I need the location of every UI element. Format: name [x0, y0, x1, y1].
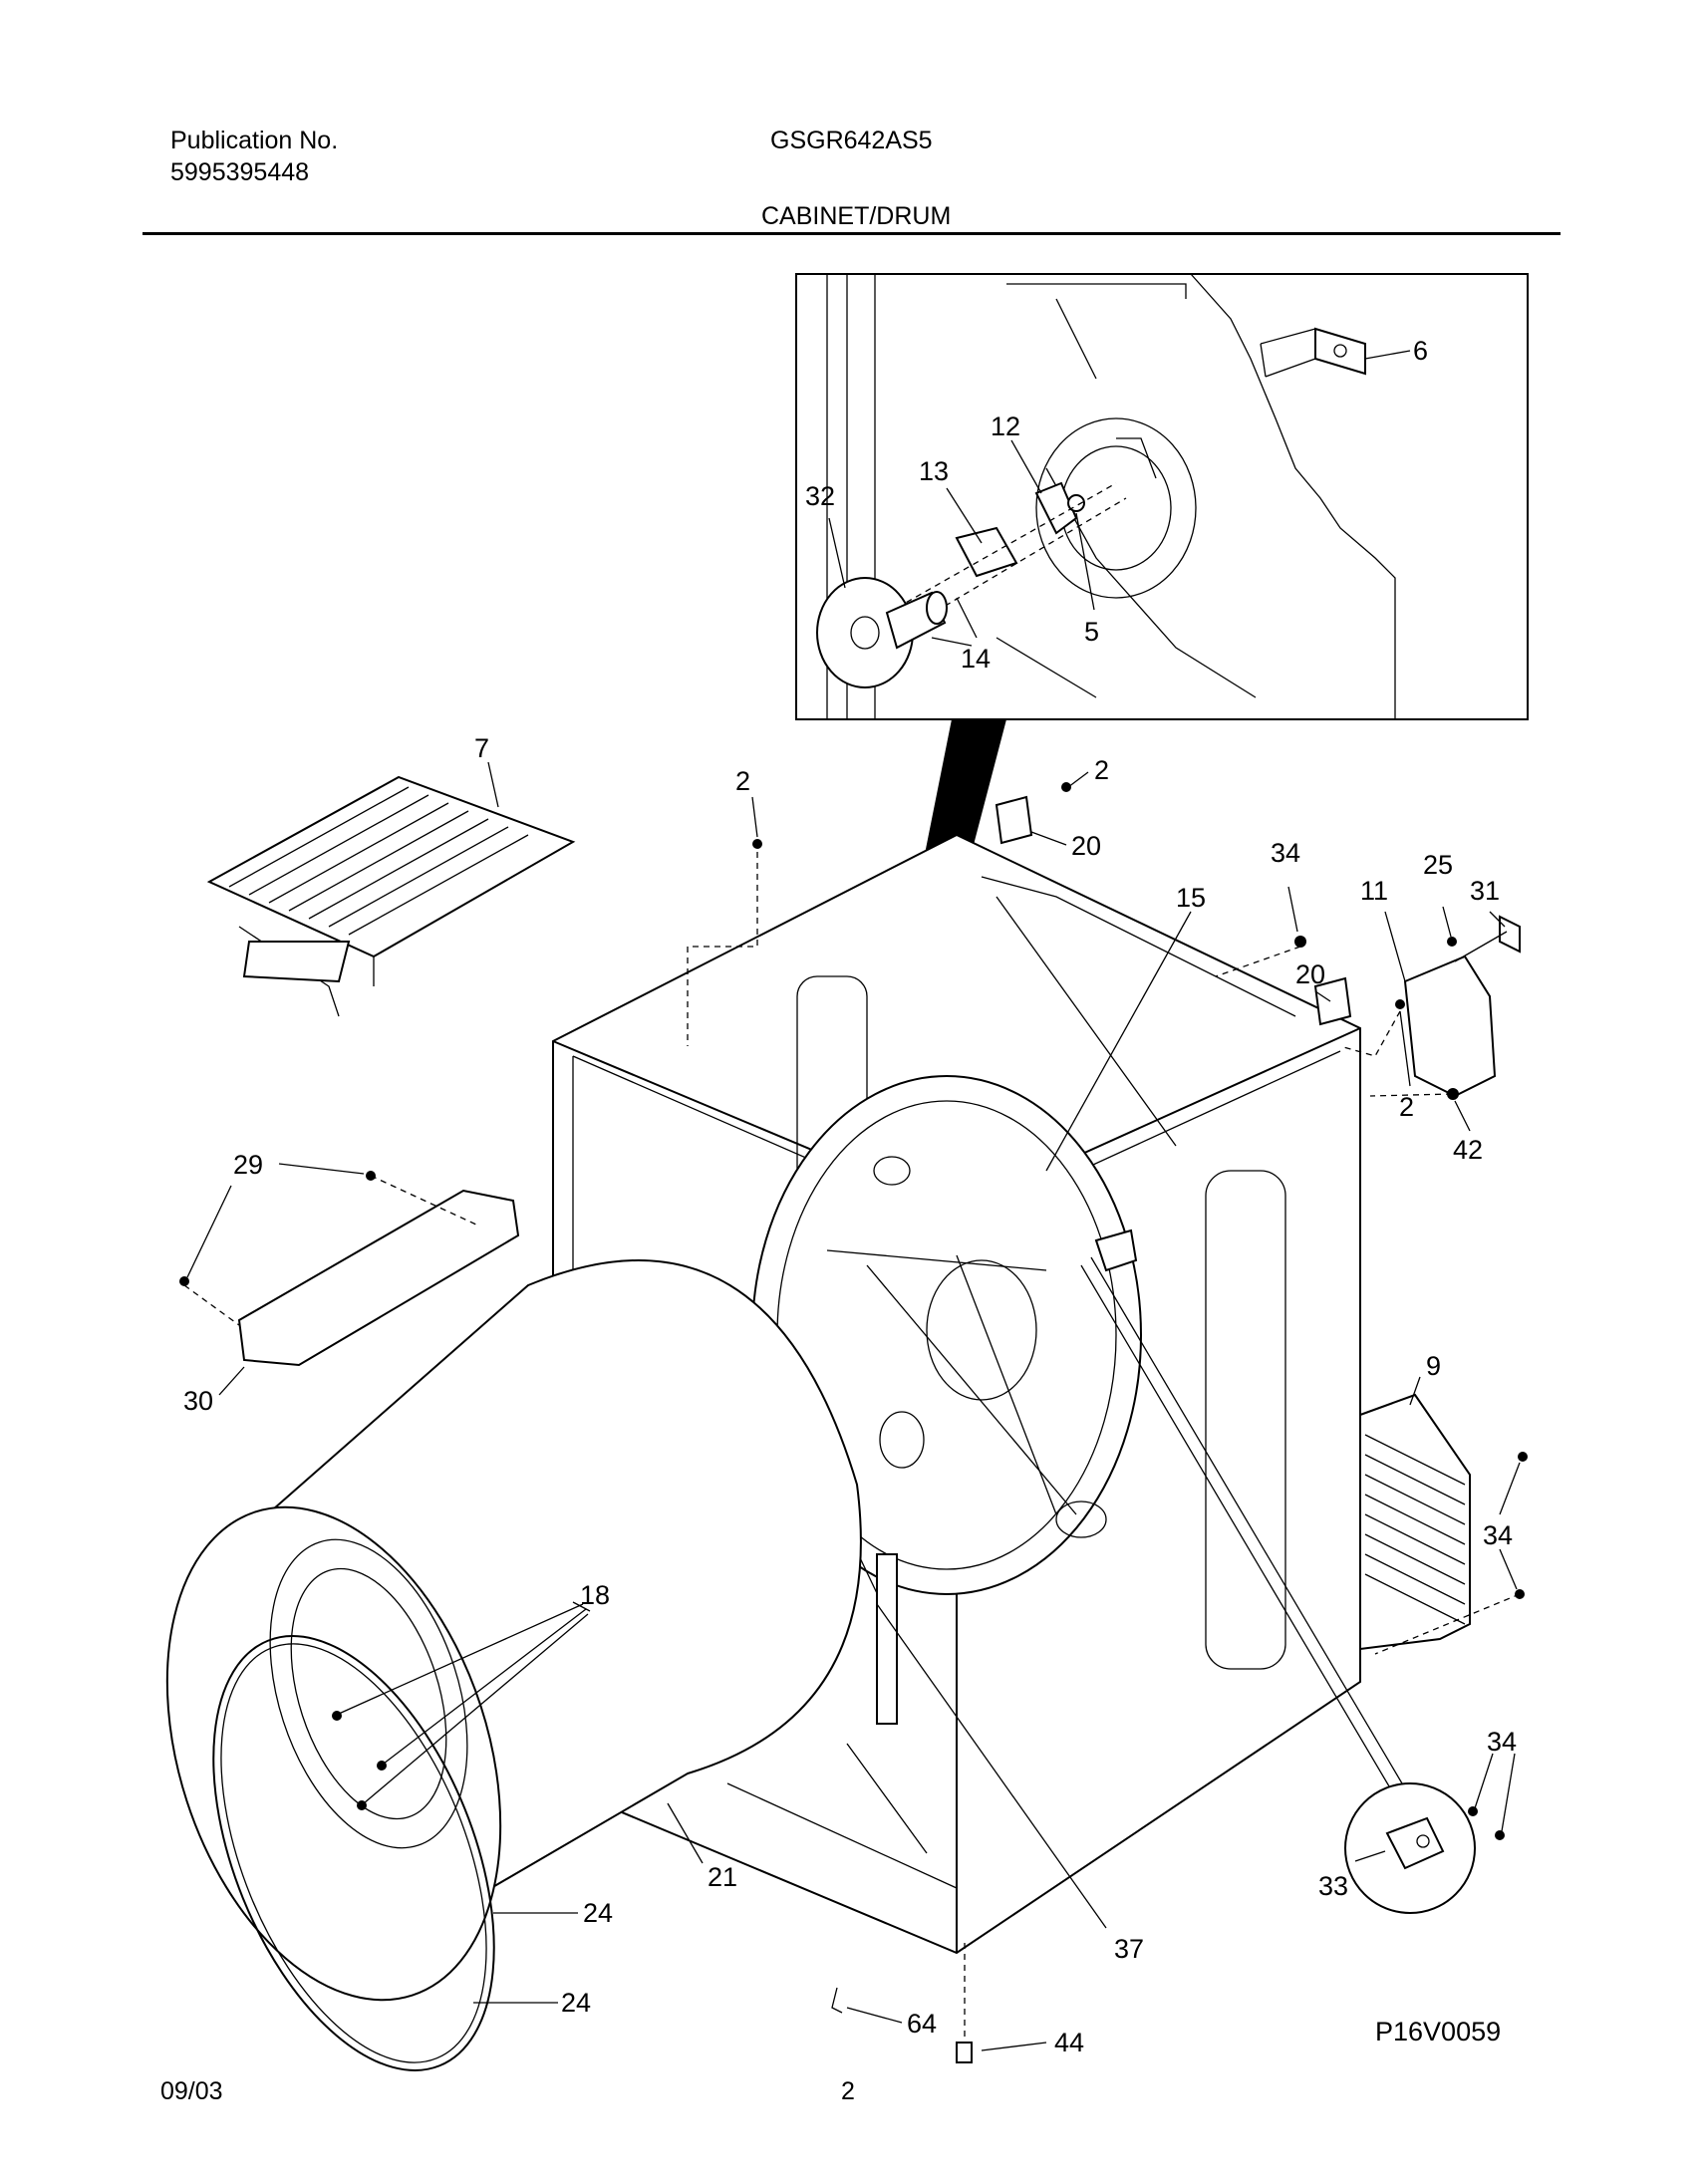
drum — [165, 1259, 862, 2071]
callout-37: 37 — [1114, 1934, 1144, 1964]
callout-15: 15 — [1176, 883, 1206, 913]
callout-20a: 20 — [1071, 831, 1101, 861]
callout-25: 25 — [1423, 850, 1453, 880]
callout-34c: 34 — [1487, 1727, 1517, 1757]
callout-32: 32 — [805, 481, 835, 511]
callout-20b: 20 — [1295, 959, 1325, 989]
publication-label: Publication No. — [170, 127, 339, 154]
footer-date: 09/03 — [160, 2077, 223, 2105]
model-number: GSGR642AS5 — [770, 127, 933, 154]
callout-2a: 2 — [735, 766, 750, 796]
callout-31: 31 — [1470, 876, 1500, 906]
callout-11: 11 — [1360, 876, 1388, 906]
callout-7: 7 — [474, 733, 489, 763]
callout-2b: 2 — [1094, 755, 1109, 785]
callout-24b: 24 — [561, 1988, 591, 2018]
callout-12: 12 — [991, 411, 1020, 441]
callout-33: 33 — [1318, 1871, 1348, 1901]
callout-14: 14 — [961, 644, 991, 674]
rear-panel — [1359, 1393, 1471, 1651]
bracket-assembly — [1403, 915, 1521, 1098]
callout-9: 9 — [1426, 1351, 1441, 1381]
callout-34b: 34 — [1483, 1520, 1513, 1550]
callout-21: 21 — [708, 1862, 737, 1892]
callout-24a: 24 — [583, 1898, 613, 1928]
inset-detail — [795, 273, 1529, 720]
dry-rack — [206, 775, 576, 1017]
page-number: 2 — [841, 2077, 855, 2105]
callout-44: 44 — [1054, 2028, 1084, 2057]
callout-13: 13 — [919, 456, 949, 486]
callout-42: 42 — [1453, 1135, 1483, 1165]
callout-2c: 2 — [1399, 1092, 1414, 1122]
callout-30: 30 — [183, 1386, 213, 1416]
publication-number: 5995395448 — [170, 158, 310, 186]
callout-6: 6 — [1413, 336, 1428, 366]
lint-filter-housing — [237, 1189, 520, 1367]
hardware — [179, 782, 1528, 2063]
header-rule — [142, 232, 1561, 235]
callout-5: 5 — [1084, 617, 1099, 647]
callouts: 6 12 13 32 5 14 7 2 2 20 34 25 11 31 15 … — [183, 336, 1521, 2057]
callout-34a: 34 — [1271, 838, 1300, 868]
diagram-code: P16V0059 — [1375, 2017, 1502, 2046]
callout-29: 29 — [233, 1150, 263, 1180]
callout-64: 64 — [907, 2009, 937, 2039]
callout-18: 18 — [580, 1580, 610, 1610]
section-title: CABINET/DRUM — [761, 202, 952, 230]
